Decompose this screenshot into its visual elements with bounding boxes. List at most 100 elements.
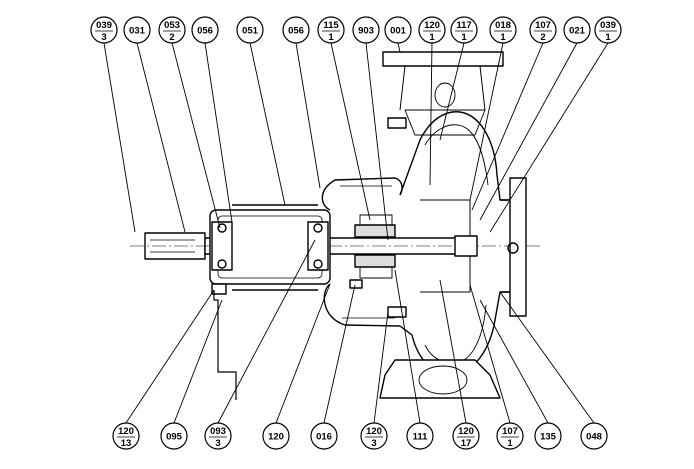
leader-line-c-018-1 xyxy=(469,42,504,201)
callout-number: 093 xyxy=(210,426,226,437)
callout-number: 039 xyxy=(96,20,112,31)
callout-circle xyxy=(317,16,345,44)
leader-line-c-093-3 xyxy=(217,239,316,424)
callout-circle xyxy=(236,16,264,44)
callout-c-056a: 056 xyxy=(191,16,219,44)
leader-line-c-120-17 xyxy=(439,279,467,424)
leader-line-c-039-1 xyxy=(489,42,609,233)
callout-circle xyxy=(160,422,188,450)
callout-c-031: 031 xyxy=(123,16,151,44)
mechanical-seal xyxy=(354,214,396,279)
callout-number: 039 xyxy=(600,20,616,31)
callout-circle xyxy=(384,16,412,44)
callout-c-135: 135 xyxy=(534,422,562,450)
callout-c-001: 001 xyxy=(384,16,412,44)
callout-number: 031 xyxy=(129,26,146,37)
callout-number: 120 xyxy=(366,426,382,437)
callout-circle xyxy=(594,16,622,44)
callout-circle xyxy=(452,422,480,450)
discharge-flange xyxy=(382,51,504,136)
callout-circle xyxy=(352,16,380,44)
leader-line-c-048 xyxy=(499,291,595,424)
support-foot xyxy=(213,290,237,400)
callout-number: 120 xyxy=(424,20,440,31)
leader-line-c-051 xyxy=(249,42,286,206)
callout-number: 056 xyxy=(197,26,213,37)
leader-line-c-115-1 xyxy=(330,42,371,221)
suction-flange xyxy=(500,177,527,317)
leader-line-c-120 xyxy=(275,283,331,424)
callout-number: 016 xyxy=(316,432,332,443)
callout-number: 048 xyxy=(586,432,602,443)
callout-c-095: 095 xyxy=(160,422,188,450)
callout-suffix: 1 xyxy=(328,32,334,43)
callout-suffix: 1 xyxy=(500,32,506,43)
callout-c-111: 111 xyxy=(406,422,434,450)
callout-suffix: 17 xyxy=(461,438,472,449)
callout-number: 001 xyxy=(390,26,407,37)
leader-line-c-120-3 xyxy=(373,311,389,424)
callout-circle xyxy=(418,16,446,44)
callout-circle xyxy=(534,422,562,450)
leader-line-c-031 xyxy=(136,42,186,233)
leader-line-c-135 xyxy=(479,299,549,424)
leader-line-c-120-1 xyxy=(429,42,433,186)
callout-c-021: 021 xyxy=(563,16,591,44)
callout-circle xyxy=(406,422,434,450)
callout-circle xyxy=(360,422,388,450)
callout-circle xyxy=(450,16,478,44)
callout-circle xyxy=(262,422,290,450)
callout-circle xyxy=(489,16,517,44)
callout-suffix: 1 xyxy=(429,32,435,43)
callout-circle xyxy=(580,422,608,450)
pump-body xyxy=(130,51,540,400)
callout-circle xyxy=(282,16,310,44)
callout-number: 903 xyxy=(358,26,374,37)
callout-suffix: 3 xyxy=(101,32,106,43)
callout-number: 051 xyxy=(242,26,259,37)
callout-number: 120 xyxy=(458,426,474,437)
bearing-housing xyxy=(209,204,331,295)
leader-line-c-001 xyxy=(397,42,401,53)
callout-circle xyxy=(158,16,186,44)
callout-circle xyxy=(191,16,219,44)
callout-suffix: 1 xyxy=(461,32,467,43)
leader-line-c-053-2 xyxy=(171,42,221,229)
callout-circle xyxy=(112,422,140,450)
callout-circle xyxy=(90,16,118,44)
callout-circle xyxy=(123,16,151,44)
callout-number: 120 xyxy=(268,432,284,443)
callout-number: 107 xyxy=(502,426,518,437)
leader-line-c-039-3 xyxy=(103,42,136,233)
shaft xyxy=(130,232,540,260)
callout-number: 053 xyxy=(164,20,180,31)
callout-suffix: 2 xyxy=(540,32,545,43)
callout-number: 135 xyxy=(540,432,557,443)
callout-suffix: 3 xyxy=(215,438,220,449)
leader-lines xyxy=(103,42,609,424)
leader-line-c-095 xyxy=(173,299,223,424)
callout-c-903: 903 xyxy=(352,16,380,44)
callout-circle xyxy=(496,422,524,450)
callout-number: 056 xyxy=(288,26,304,37)
leader-line-c-107-2 xyxy=(471,42,544,211)
callout-suffix: 13 xyxy=(121,438,132,449)
callout-number: 115 xyxy=(323,20,339,31)
casing-foot xyxy=(379,359,501,399)
callout-suffix: 3 xyxy=(371,438,376,449)
callout-number: 095 xyxy=(166,432,183,443)
leader-line-c-117-1 xyxy=(439,42,465,141)
